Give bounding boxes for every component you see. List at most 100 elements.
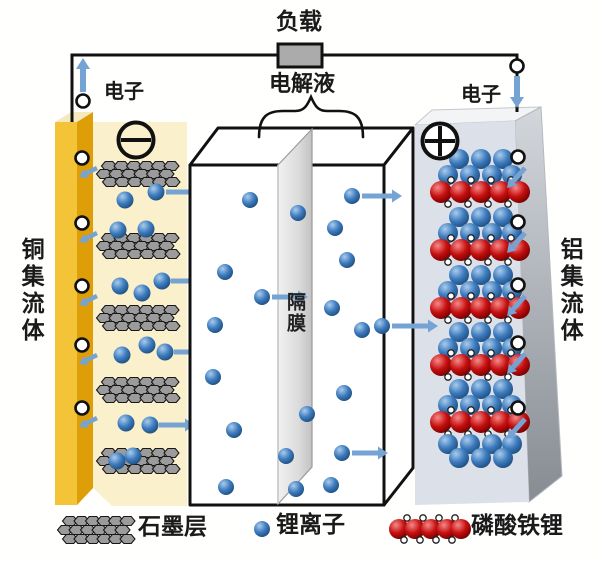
electron-arrow-head bbox=[79, 296, 89, 306]
phosphate-dot bbox=[504, 200, 512, 208]
phosphate-dot bbox=[464, 200, 472, 208]
graphite-hexagon bbox=[164, 463, 181, 475]
lifepo4-sphere bbox=[430, 181, 452, 203]
lithium-ion bbox=[471, 265, 491, 285]
lifepo4-sphere bbox=[470, 297, 492, 319]
graphite-stacks bbox=[95, 160, 181, 475]
electron-arrow bbox=[511, 231, 527, 248]
lithium-ion bbox=[207, 317, 223, 333]
lithium-ion bbox=[449, 379, 469, 399]
lithium-ion bbox=[324, 300, 340, 316]
lithium-ion bbox=[344, 188, 360, 204]
lithium-ion bbox=[153, 272, 171, 290]
lithium-ion bbox=[460, 281, 480, 301]
lithium-ion bbox=[449, 448, 469, 468]
electron-up-arrow-head bbox=[76, 58, 90, 69]
electron-down-arrow-head bbox=[510, 97, 524, 108]
lithium-ion bbox=[299, 406, 315, 422]
ion-arrow-head bbox=[392, 189, 402, 203]
phosphate-dot bbox=[403, 514, 411, 522]
lithium-ion bbox=[205, 369, 221, 385]
graphite-hexagon bbox=[164, 176, 181, 188]
load-resistor bbox=[276, 42, 324, 69]
phosphate-dot bbox=[467, 234, 475, 242]
lifepo4-sphere bbox=[450, 239, 472, 261]
wire-left bbox=[70, 53, 278, 122]
phosphate-dot bbox=[484, 373, 492, 381]
phosphate-dot bbox=[484, 200, 492, 208]
lifepo4-clusters bbox=[430, 149, 530, 468]
lifepo4-sphere bbox=[450, 181, 472, 203]
lithium-ion bbox=[482, 223, 502, 243]
phosphate-dot bbox=[467, 406, 475, 414]
lithium-ion bbox=[449, 265, 469, 285]
phosphate-dot bbox=[464, 258, 472, 266]
lithium-ion bbox=[124, 447, 142, 465]
phosphate-dot bbox=[487, 406, 495, 414]
lifepo4-sphere bbox=[470, 354, 492, 376]
electron-arrow-head bbox=[79, 233, 89, 243]
phosphate-dot bbox=[484, 316, 492, 324]
lithium-ion bbox=[323, 477, 339, 493]
phosphate-dot bbox=[504, 373, 512, 381]
phosphate-dot bbox=[447, 349, 455, 357]
lithium-ion bbox=[334, 445, 350, 461]
legend-lifepo4-icon bbox=[437, 519, 457, 539]
electron-arrow-head bbox=[507, 305, 518, 316]
lithium-ion bbox=[156, 343, 174, 361]
electron-arrow bbox=[511, 417, 527, 434]
electrolyte-brace bbox=[257, 93, 365, 139]
phosphate-dot bbox=[444, 373, 452, 381]
electron-flow-arrows bbox=[75, 58, 525, 109]
graphite-hexagon bbox=[119, 515, 136, 527]
ion-arrow-head bbox=[298, 290, 308, 304]
electron-arrow bbox=[85, 230, 99, 241]
legend-icons bbox=[56, 514, 471, 545]
lithium-ion bbox=[339, 252, 355, 268]
phosphate-dot bbox=[464, 373, 472, 381]
phosphate-dot bbox=[419, 514, 427, 522]
lifepo4-sphere bbox=[490, 354, 512, 376]
lithium-ion bbox=[117, 414, 135, 432]
phosphate-dot bbox=[444, 316, 452, 324]
electron-dot bbox=[74, 215, 90, 231]
lithium-ion bbox=[133, 284, 151, 302]
electron-arrow bbox=[85, 352, 99, 363]
phosphate-dot bbox=[487, 234, 495, 242]
lithium-ion bbox=[482, 281, 502, 301]
legend-lifepo4-icon bbox=[405, 519, 425, 539]
lithium-ion bbox=[460, 434, 480, 454]
lithium-ion bbox=[482, 338, 502, 358]
electron-arrow-head bbox=[79, 355, 89, 365]
ion-arrow-head bbox=[378, 446, 388, 460]
phosphate-dot bbox=[467, 292, 475, 300]
electron-dot bbox=[510, 400, 526, 416]
electron-dot bbox=[510, 335, 526, 351]
electrolyte-box-side bbox=[382, 126, 415, 507]
lithium-ion bbox=[111, 277, 129, 295]
lithium-ion bbox=[493, 379, 513, 399]
phosphate-dot bbox=[507, 349, 515, 357]
lifepo4-sphere bbox=[430, 297, 452, 319]
lifepo4-sphere bbox=[490, 181, 512, 203]
phosphate-dot bbox=[464, 316, 472, 324]
lithium-ion bbox=[141, 416, 159, 434]
graphite-hexagon bbox=[114, 524, 131, 536]
legend-lifepo4-icon bbox=[421, 519, 441, 539]
lithium-ion bbox=[137, 220, 155, 238]
electron-dot bbox=[509, 58, 525, 74]
legend-graphite-label: 石墨层 bbox=[138, 514, 207, 540]
lifepo4-sphere bbox=[450, 411, 472, 433]
lithium-ion bbox=[218, 479, 234, 495]
lithium-ion bbox=[217, 264, 233, 280]
electron-arrow-head bbox=[79, 168, 89, 178]
lithium-ion bbox=[493, 265, 513, 285]
phosphate-dot bbox=[507, 292, 515, 300]
electrolyte-lithium-ions bbox=[205, 188, 438, 497]
phosphate-dot bbox=[447, 176, 455, 184]
copper-bar-top-face bbox=[55, 112, 93, 122]
ion-arrow-head bbox=[428, 319, 438, 333]
lifepo4-sphere bbox=[508, 181, 530, 203]
phosphate-dot bbox=[487, 292, 495, 300]
